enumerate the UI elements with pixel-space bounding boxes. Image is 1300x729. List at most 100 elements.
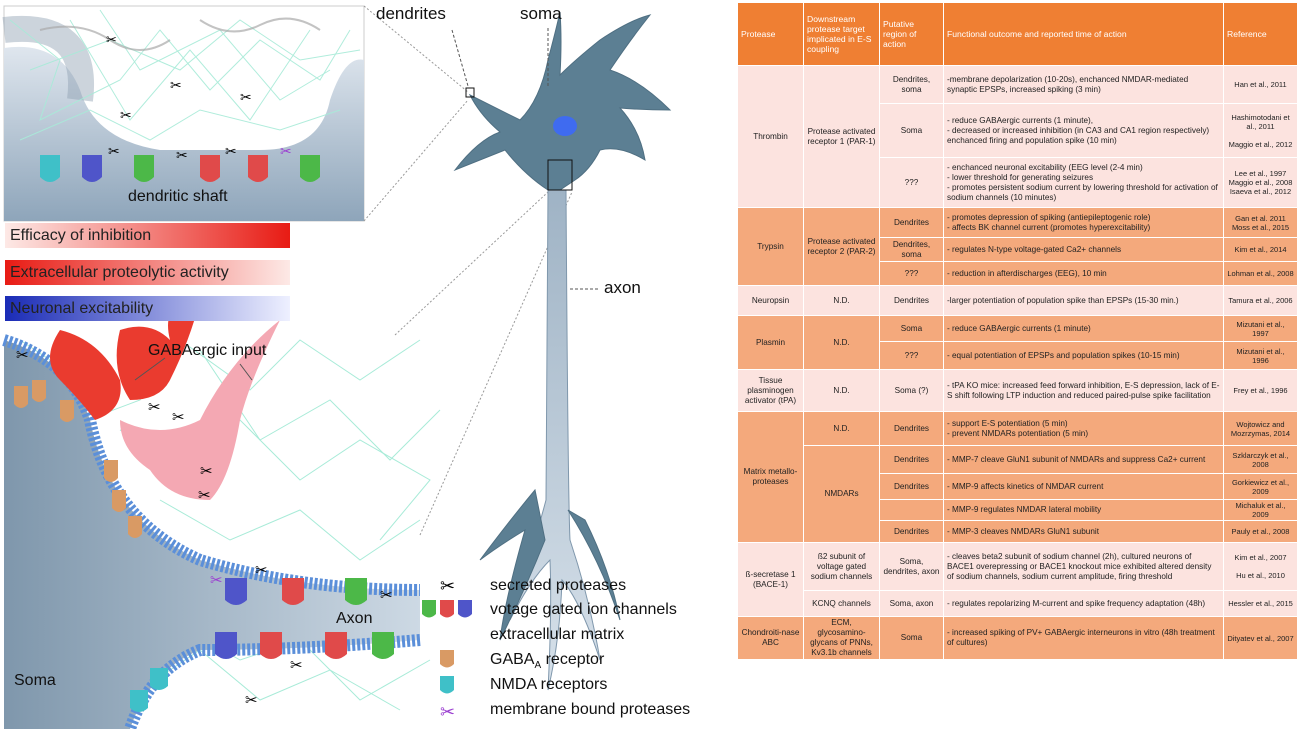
cell-outcome: - increased spiking of PV+ GABAergic int… — [943, 616, 1224, 660]
label-dendrites: dendrites — [376, 4, 446, 23]
cell-outcome: -membrane depolarization (10-20s), encha… — [943, 65, 1224, 104]
cell-region: ??? — [879, 261, 944, 286]
cell-target: ECM, glycosamino-glycans of PNNs, Kv3.1b… — [803, 616, 880, 660]
cell-target: Protease activated receptor 1 (PAR-1) — [803, 65, 880, 208]
cell-target: N.D. — [803, 315, 880, 370]
cell-protease: Trypsin — [737, 207, 804, 286]
scissors-icon: ✂ — [200, 463, 213, 480]
cell-region: Soma — [879, 315, 944, 342]
cell-outcome: - regulates N-type voltage-gated Ca2+ ch… — [943, 237, 1224, 262]
gaba-input-red — [50, 330, 121, 420]
cell-region: Dendrites — [879, 473, 944, 500]
legend-gaba-receptor: GABAA receptor — [490, 650, 604, 676]
scissors-icon: ✂ — [240, 89, 252, 105]
cell-protease: ß-secretase 1 (BACE-1) — [737, 542, 804, 617]
cell-region: Soma, dendrites, axon — [879, 542, 944, 591]
label-soma: soma — [520, 4, 562, 23]
dendrite-zoom-box — [465, 87, 475, 98]
extracellular-proteolytic-activity-label: Extracellular proteolytic activity — [10, 264, 229, 281]
matrix-fibers-top — [9, 9, 361, 141]
legend-gaba-sub: A — [534, 660, 542, 672]
scissors-icon: ✂ — [245, 692, 258, 709]
cell-protease: Neuropsin — [737, 285, 804, 316]
cell-outcome: - enchanced neuronal excitability (EEG l… — [943, 157, 1224, 208]
cell-reference: Wojtowicz and Mozrzymas, 2014 — [1223, 411, 1298, 446]
neuron — [453, 11, 672, 691]
axon-channels — [130, 578, 394, 712]
cell-target: Protease activated receptor 2 (PAR-2) — [803, 207, 880, 286]
legend-gaba-suffix: receptor — [541, 651, 605, 668]
table-row: Tissue plasminogen activator (tPA)N.D.So… — [737, 369, 1298, 412]
scissors-icon: ✂ — [440, 576, 455, 596]
cell-reference: Michaluk et al., 2009 — [1223, 499, 1298, 521]
legend-gaba-text: GABA — [490, 651, 535, 668]
label-axon-inset: Axon — [336, 610, 373, 627]
label-dendritic-shaft: dendritic shaft — [128, 188, 228, 205]
cell-region: Soma, axon — [879, 590, 944, 617]
cell-protease: Plasmin — [737, 315, 804, 370]
cell-reference: Szklarczyk et al., 2008 — [1223, 445, 1298, 474]
label-gabaergic-input: GABAergic input — [148, 342, 267, 359]
scissors-icon: ✂ — [176, 147, 188, 163]
table-row: ???- enchanced neuronal excitability (EE… — [738, 157, 1298, 208]
cell-outcome: -larger potentiation of population spike… — [943, 285, 1224, 316]
cell-region: Dendrites, soma — [879, 65, 944, 104]
gaba-pointer — [239, 363, 253, 381]
legend-extracellular-matrix: extracellular matrix — [490, 626, 625, 643]
cell-region: ??? — [879, 157, 944, 208]
cell-region: Dendrites — [879, 520, 944, 543]
cell-protease: Thrombin — [737, 65, 804, 208]
gaba-pointer — [134, 357, 166, 381]
label-axon: axon — [604, 278, 641, 297]
soma-inset — [2, 300, 441, 729]
cell-region — [879, 499, 944, 521]
cell-outcome: - promotes depression of spiking (antiep… — [943, 207, 1224, 238]
ion-channels-icon — [422, 600, 472, 618]
cell-outcome: - reduce GABAergic currents (1 minute) — [943, 315, 1224, 342]
gaba-receptor-icon — [440, 650, 454, 668]
legend-nmda-receptors: NMDA receptors — [490, 676, 608, 693]
scissors-icon: ✂ — [16, 347, 29, 364]
soma-body — [4, 340, 420, 729]
cell-reference: Pauly et al., 2008 — [1223, 520, 1298, 543]
cell-target: N.D. — [803, 411, 880, 446]
diagram-svg: ✂ ✂ ✂ ✂ ✂ ✂ ✂ ✂ — [2, 5, 672, 729]
nmda-receptor-icon — [440, 676, 454, 694]
legend-secreted-proteases: secreted proteases — [490, 577, 627, 594]
scissors-icon: ✂ — [120, 107, 132, 123]
soma-zoom-box — [547, 159, 573, 191]
header-target: Downstream protease target implicated in… — [803, 2, 880, 66]
cell-reference: Mizutani et al., 1996 — [1223, 341, 1298, 370]
cell-target: NMDARs — [803, 445, 880, 543]
cell-reference: Dityatev et al., 2007 — [1223, 616, 1298, 660]
nucleus — [553, 116, 577, 136]
membrane-lower — [124, 634, 421, 729]
legend-membrane-bound-proteases: membrane bound proteases — [490, 701, 691, 718]
cell-outcome: - support E-S potentiation (5 min)- prev… — [943, 411, 1224, 446]
label-soma-inset: Soma — [14, 672, 56, 689]
table-row: Dendrites, soma- regulates N-type voltag… — [738, 237, 1298, 262]
neuronal-excitability-label: Neuronal excitability — [10, 300, 154, 317]
table-row: Soma- reduce GABAergic currents (1 minut… — [738, 103, 1298, 158]
shaft-receptors — [40, 155, 320, 182]
diagram-panel: ✂ ✂ ✂ ✂ ✂ ✂ ✂ ✂ — [2, 4, 691, 729]
scissors-icon: ✂ — [148, 399, 161, 416]
cell-outcome: - MMP-9 affects kinetics of NMDAR curren… — [943, 473, 1224, 500]
cell-region: Soma (?) — [879, 369, 944, 412]
efficacy-of-inhibition-label: Efficacy of inhibition — [10, 227, 152, 244]
cell-outcome: - MMP-9 regulates NMDAR lateral mobility — [943, 499, 1224, 521]
cell-reference: Frey et al., 1996 — [1223, 369, 1298, 412]
dendritic-inset — [2, 5, 365, 222]
scissors-icon: ✂ — [225, 143, 237, 159]
cell-target: KCNQ channels — [803, 590, 880, 617]
cell-outcome: - regulates repolarizing M-current and s… — [943, 590, 1224, 617]
cell-outcome: - MMP-7 cleave GluN1 subunit of NMDARs a… — [943, 445, 1224, 474]
